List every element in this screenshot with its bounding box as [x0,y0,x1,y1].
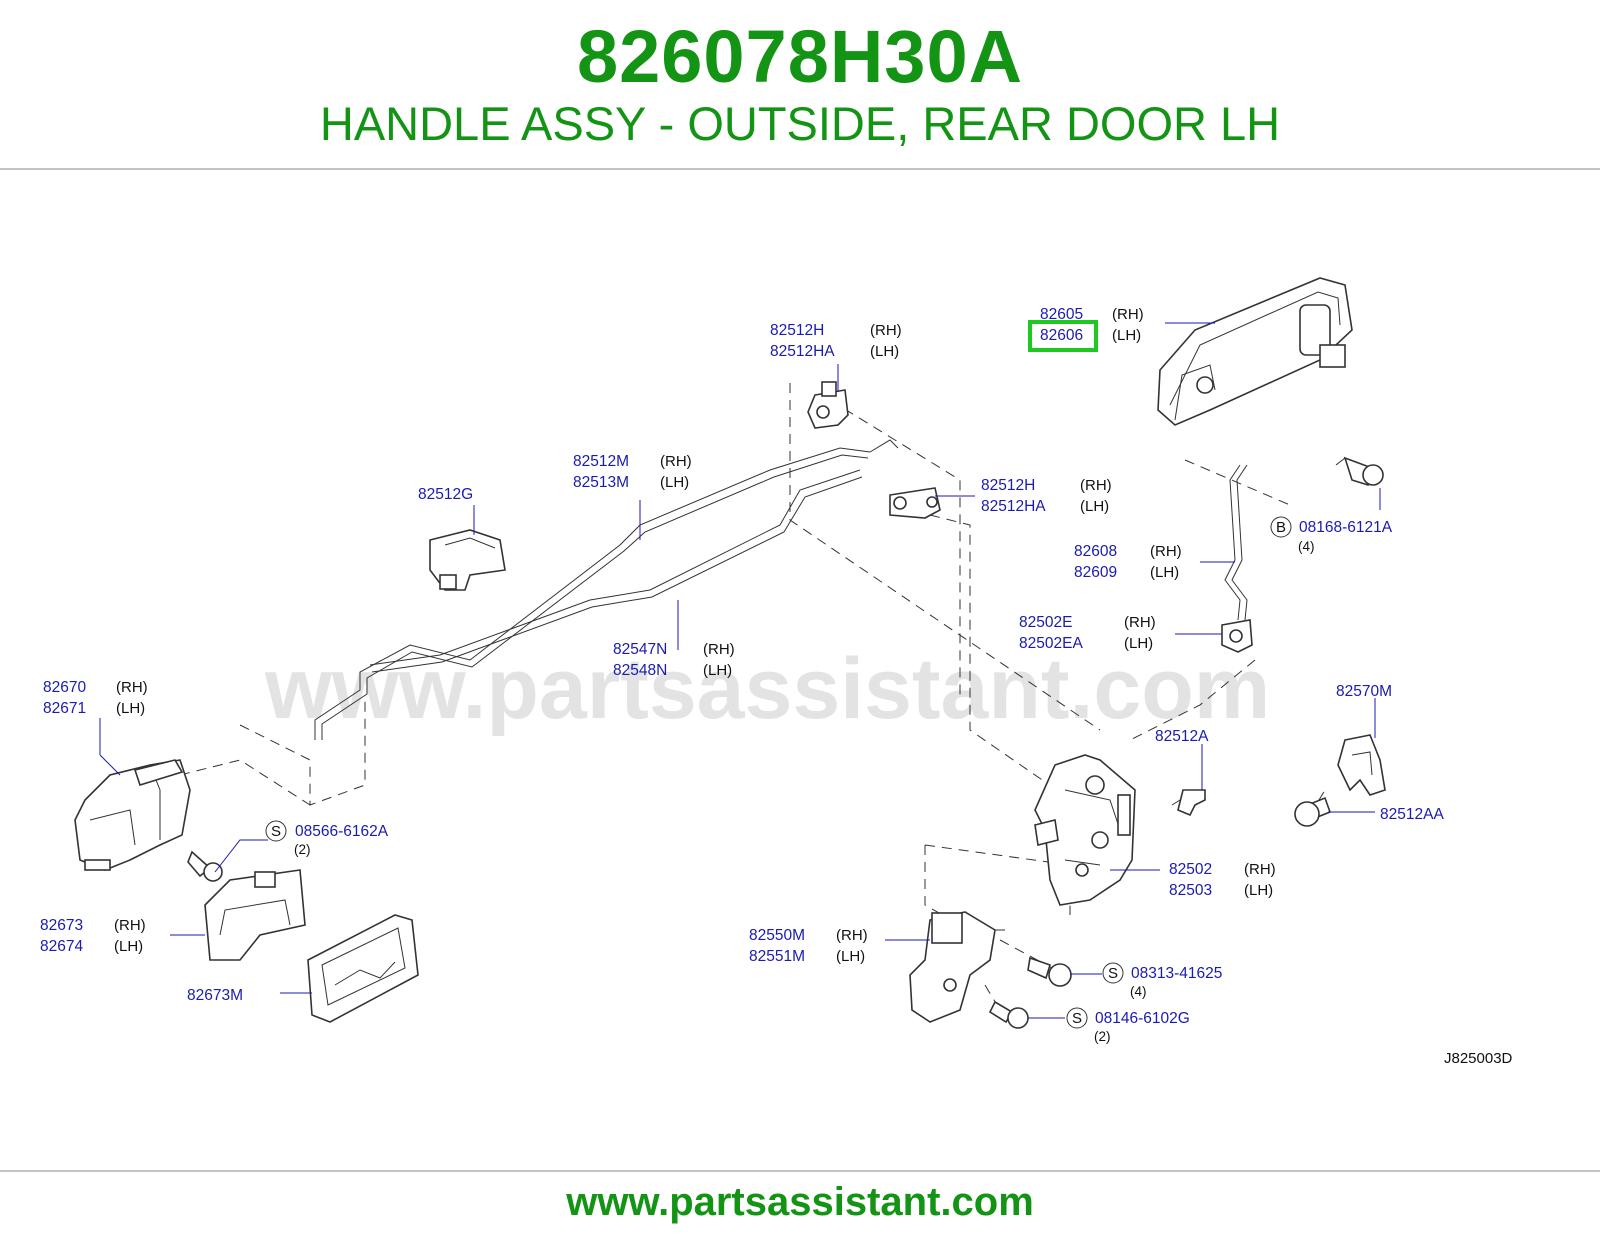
quantity: (4) [1130,984,1147,999]
part-link-82502[interactable]: 82502 [1169,861,1212,878]
footer-site-link[interactable]: www.partsassistant.com [566,1180,1034,1224]
quantity: (4) [1298,539,1315,554]
quantity: (2) [294,842,311,857]
screw-08566[interactable] [187,850,223,882]
bolt-08146[interactable] [988,1000,1029,1029]
part-link-82673M[interactable]: 82673M [187,987,243,1004]
part-link-08313-41625[interactable]: 08313-41625 [1131,965,1222,982]
quantity: (2) [1094,1029,1111,1044]
part-link-82606[interactable]: 82606 [1040,327,1083,344]
part-link-82548N[interactable]: 82548N [613,662,667,679]
actuator-82550M[interactable] [909,911,1005,1023]
side-rh: (RH) [1244,861,1276,878]
footer-divider [0,1170,1600,1172]
side-lh: (LH) [1150,564,1179,581]
watermark: www.partsassistant.com [264,641,1270,737]
rod-82608 [1224,464,1248,621]
part-link-82570M[interactable]: 82570M [1336,683,1392,700]
side-rh: (RH) [1080,477,1112,494]
part-link-82512M[interactable]: 82512M [573,453,629,470]
part-link-82608[interactable]: 82608 [1074,543,1117,560]
side-rh: (RH) [116,679,148,696]
callout-labels: 82605 (RH) 82606 (LH) 82512H (RH) 82512H… [40,306,1513,1067]
escutcheon-82673[interactable] [204,869,306,961]
marker-s-letter: S [1108,965,1118,982]
part-number-title: 826078H30A [576,15,1024,98]
screw-82512A[interactable] [1171,789,1206,817]
side-lh: (LH) [1124,635,1153,652]
part-link-82512G[interactable]: 82512G [418,486,473,503]
part-link-82512AA[interactable]: 82512AA [1380,806,1444,823]
part-link-08146-6102G[interactable]: 08146-6102G [1095,1010,1190,1027]
part-link-82503[interactable]: 82503 [1169,882,1212,899]
side-rh: (RH) [1124,614,1156,631]
clip-82512H-upper[interactable] [807,381,849,429]
parts-diagram: www.partsassistant.com [0,258,1600,1096]
part-link-82512HA[interactable]: 82512HA [981,498,1046,515]
striker-82570M[interactable] [1337,734,1386,796]
part-link-82512H[interactable]: 82512H [770,322,824,339]
side-rh: (RH) [660,453,692,470]
part-link-82605[interactable]: 82605 [1040,306,1083,323]
side-lh: (LH) [836,948,865,965]
door-lock-82502[interactable] [1034,754,1136,906]
diagram-code: J825003D [1444,1050,1513,1067]
part-link-82512A[interactable]: 82512A [1155,728,1209,745]
side-rh: (RH) [870,322,902,339]
part-link-82502EA[interactable]: 82502EA [1019,635,1083,652]
side-rh: (RH) [1150,543,1182,560]
part-link-82673[interactable]: 82673 [40,917,83,934]
clip-82512G[interactable] [429,529,506,591]
part-link-82512H[interactable]: 82512H [981,477,1035,494]
part-description: HANDLE ASSY - OUTSIDE, REAR DOOR LH [319,97,1281,150]
side-lh: (LH) [114,938,143,955]
part-link-82512HA[interactable]: 82512HA [770,343,835,360]
marker-s-letter: S [271,823,281,840]
side-lh: (LH) [703,662,732,679]
part-link-82550M[interactable]: 82550M [749,927,805,944]
header-divider [0,168,1600,170]
side-rh: (RH) [703,641,735,658]
part-link-82671[interactable]: 82671 [43,700,86,717]
part-link-08566-6162A[interactable]: 08566-6162A [295,823,389,840]
part-link-82513M[interactable]: 82513M [573,474,629,491]
side-lh: (LH) [1080,498,1109,515]
side-lh: (LH) [1112,327,1141,344]
side-rh: (RH) [1112,306,1144,323]
side-rh: (RH) [114,917,146,934]
part-link-82674[interactable]: 82674 [40,938,83,955]
side-lh: (LH) [116,700,145,717]
highlight-box [1028,320,1098,352]
marker-s [1102,962,1124,984]
marker-b [1270,516,1292,538]
marker-s [265,820,287,842]
leader-lines [99,322,1381,1019]
bolt-08168[interactable] [1335,456,1384,487]
bolt-08313[interactable] [1027,956,1072,987]
part-link-82670[interactable]: 82670 [43,679,86,696]
finisher-82673M[interactable] [307,914,419,1023]
side-lh: (LH) [870,343,899,360]
inside-handle-82670[interactable] [74,759,191,871]
marker-s [1066,1007,1088,1029]
rod-82547N [369,469,863,673]
part-link-82547N[interactable]: 82547N [613,641,667,658]
clip-82512H-lower[interactable] [889,487,941,519]
part-link-08168-6121A[interactable]: 08168-6121A [1299,519,1393,536]
side-lh: (LH) [660,474,689,491]
marker-s-letter: S [1072,1010,1082,1027]
clip-82502E[interactable] [1221,619,1253,653]
marker-b-letter: B [1276,519,1286,536]
side-lh: (LH) [1244,882,1273,899]
part-link-82609[interactable]: 82609 [1074,564,1117,581]
rod-82512M [314,439,899,740]
part-link-82502E[interactable]: 82502E [1019,614,1072,631]
part-link-82551M[interactable]: 82551M [749,948,805,965]
side-rh: (RH) [836,927,868,944]
outside-handle-82606[interactable] [1157,277,1353,426]
